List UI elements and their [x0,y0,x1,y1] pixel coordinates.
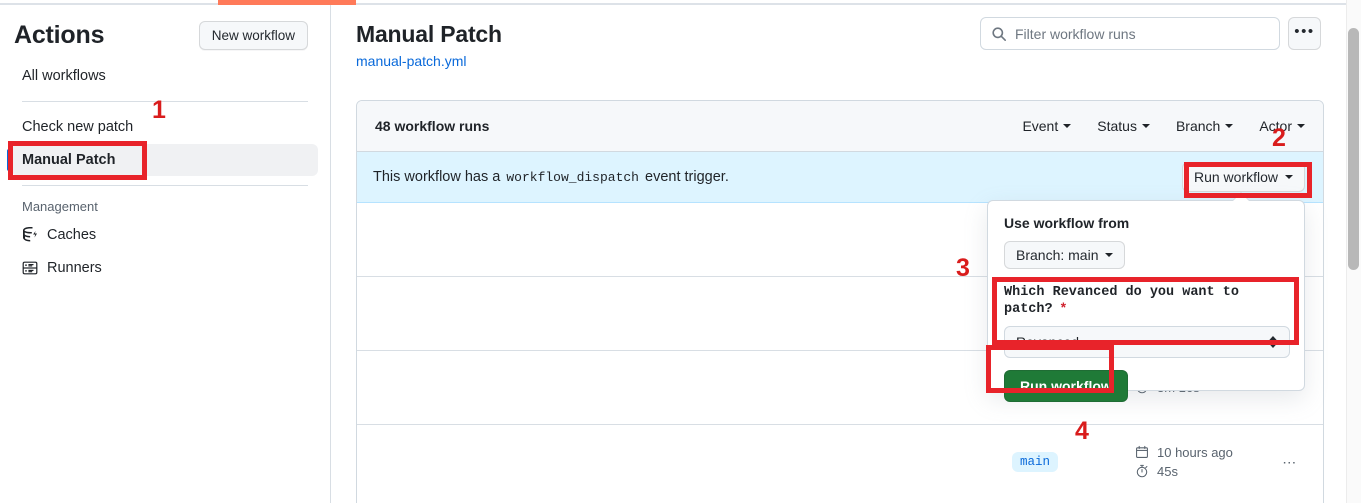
page-title-actions: Actions [14,21,105,49]
search-box[interactable] [980,17,1280,50]
run-duration: 45s [1135,462,1275,481]
workflow-input-label-text: Which Revanced do you want to patch? [1004,285,1239,317]
branch-selector-label: Branch: main [1016,247,1099,263]
revanced-select-value: Revanced [1016,334,1080,350]
run-workflow-dropdown-panel: Use workflow from Branch: main Which Rev… [987,192,1305,402]
sidebar-item-runners[interactable]: Runners [12,252,318,284]
more-options-kebab-icon[interactable]: ••• [1288,17,1321,50]
sidebar-section-management: Management [22,199,98,214]
use-workflow-from-label: Use workflow from [1004,215,1130,231]
run-date: 10 hours ago [1135,443,1275,462]
sidebar-item-label: Manual Patch [22,152,116,168]
dispatch-text-after: event trigger. [645,169,729,185]
filter-label: Branch [1175,118,1221,134]
workflow-file-link[interactable]: manual-patch.yml [356,53,467,69]
run-date-text: 10 hours ago [1157,445,1233,460]
sidebar-divider [22,185,308,186]
filter-status[interactable]: Status [1097,118,1150,134]
chevron-down-icon [1225,124,1234,128]
find-highlight-stripe [218,0,356,5]
annotation-number-3: 3 [956,254,970,282]
new-workflow-button[interactable]: New workflow [198,21,308,50]
sidebar-item-label: Caches [47,227,97,243]
sidebar-management-nav: Caches Runners [0,219,330,284]
filter-actor[interactable]: Actor [1259,118,1305,134]
run-workflow-panel-body: Use workflow from Branch: main Which Rev… [988,201,1304,402]
search-input[interactable] [1015,25,1269,42]
search-icon [991,26,1007,42]
chevron-down-icon [1297,124,1305,128]
dispatch-banner-text: This workflow has a workflow_dispatch ev… [373,169,729,185]
branch-badge[interactable]: main [1011,452,1058,472]
table-row[interactable]: main 10 hours ago [357,425,1323,499]
sidebar-item-check-new-patch[interactable]: Check new patch [12,111,318,143]
workflow-title: Manual Patch [356,21,502,47]
run-branch-cell: main [935,452,1135,472]
filter-label: Status [1097,118,1137,134]
run-workflow-button-label: Run workflow [1193,169,1278,185]
sidebar: Actions New workflow All workflows Check… [0,5,330,503]
cache-icon [22,227,38,243]
row-kebab-icon[interactable]: ⋯ [1282,453,1298,470]
workflow-runs-count: 48 workflow runs [375,118,490,134]
annotation-number-1: 1 [152,96,166,124]
chevron-down-icon [1063,124,1072,128]
top-divider-right [356,3,1346,5]
dispatch-event-code: workflow_dispatch [506,170,639,185]
sidebar-nav: All workflows Check new patch Manual Pat… [0,60,330,186]
filter-branch[interactable]: Branch [1175,118,1234,134]
run-time-cell: 10 hours ago 45s [1135,443,1275,481]
run-workflow-dropdown-button[interactable]: Run workflow [1181,162,1305,192]
filter-label: Actor [1259,118,1292,134]
stepper-icon [1268,336,1278,348]
chevron-down-icon [1141,124,1150,128]
sidebar-item-all-workflows[interactable]: All workflows [12,60,318,92]
dispatch-text-before: This workflow has a [373,169,501,185]
revanced-select[interactable]: Revanced [1004,326,1290,358]
filter-label: Event [1022,118,1059,134]
sidebar-divider [22,101,308,102]
layout-divider [330,5,331,503]
branch-selector-button[interactable]: Branch: main [1004,241,1126,269]
sidebar-item-caches[interactable]: Caches [12,219,318,251]
top-divider-left [0,3,218,5]
page-scrollbar-track[interactable] [1346,0,1361,503]
server-icon [22,260,38,276]
filter-event[interactable]: Event [1022,118,1072,134]
submit-run-workflow-button[interactable]: Run workflow [1004,370,1128,402]
sidebar-header: Actions New workflow [0,5,330,60]
workflow-input-label: Which Revanced do you want to patch? * [1004,285,1288,317]
required-marker: * [1060,300,1066,315]
toolbar-right: ••• [980,17,1321,50]
filters-group: Event Status Branch Actor [1022,118,1305,134]
chevron-down-icon [1105,253,1114,257]
run-duration-text: 45s [1157,464,1178,479]
workflow-runs-header: 48 workflow runs Event Status Branch [357,101,1323,152]
chevron-down-icon [1285,175,1293,179]
sidebar-item-label: All workflows [22,68,106,84]
annotation-number-2: 2 [1272,124,1286,152]
sidebar-item-label: Check new patch [22,119,134,135]
sidebar-item-label: Runners [47,260,102,276]
calendar-icon [1135,445,1151,461]
stopwatch-icon [1135,464,1151,480]
sidebar-item-manual-patch[interactable]: Manual Patch [7,144,318,176]
annotation-number-4: 4 [1075,417,1089,445]
workflow-dispatch-banner: This workflow has a workflow_dispatch ev… [357,152,1323,203]
page-scrollbar-thumb[interactable] [1348,28,1359,270]
